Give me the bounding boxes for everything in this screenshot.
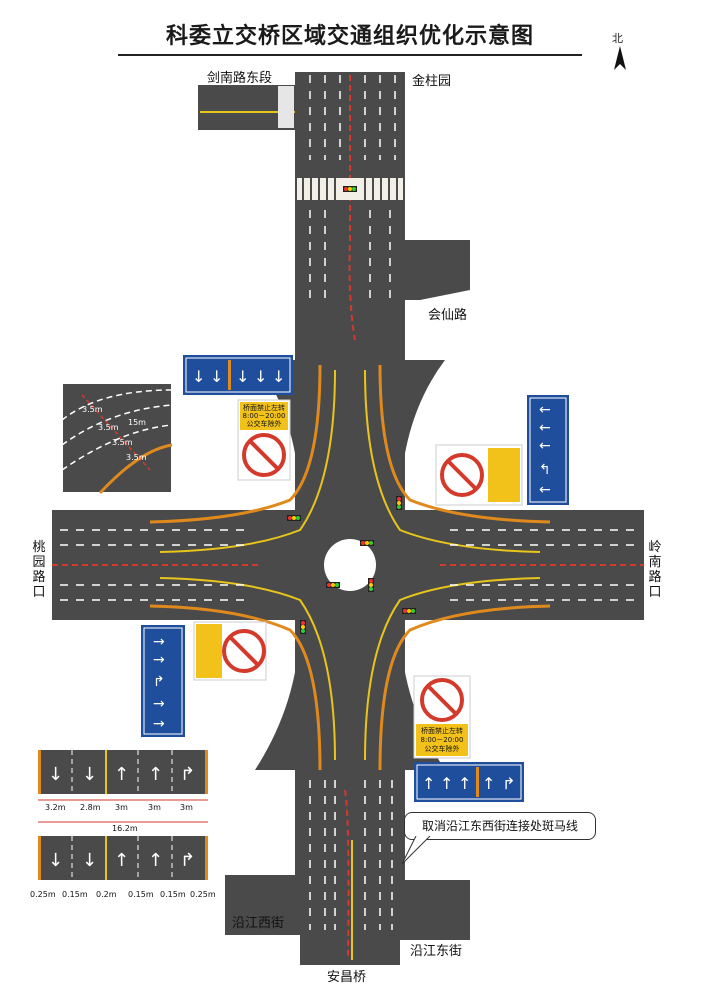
legend2-w3: 0.2m	[96, 890, 117, 899]
svg-text:←: ←	[539, 402, 551, 418]
svg-text:↓: ↓	[48, 764, 63, 785]
svg-text:↓: ↓	[82, 850, 97, 871]
svg-text:→: →	[153, 716, 165, 732]
callout-pointer-icon	[401, 836, 431, 865]
road-label-jiannan-east: 剑南路东段	[207, 71, 273, 86]
no-left-turn-sign-1	[237, 399, 291, 481]
svg-text:↑: ↑	[482, 774, 495, 793]
lane-markings-north	[309, 75, 396, 300]
legend1-w4: 3m	[148, 803, 161, 812]
north-arrow: 北	[606, 30, 634, 74]
sign-4-main: 桥面禁止左转	[421, 727, 463, 735]
inset-detail	[61, 382, 173, 495]
lane-sign-west: → → ↱ → →	[141, 625, 185, 737]
svg-text:↓: ↓	[48, 850, 63, 871]
inset-lane-4: 3.5m	[126, 453, 147, 462]
centerline-north	[348, 75, 356, 341]
ramp-edges	[149, 364, 551, 771]
road-label-huixian: 会仙路	[428, 308, 468, 323]
lane-sign-south: ↑ ↑ ↑ ↑ ↱	[414, 762, 524, 802]
no-left-turn-sign-4	[413, 675, 471, 759]
sign-4-time: 8:00－20:00	[420, 736, 464, 744]
legend2-w4: 0.15m	[128, 890, 154, 899]
sign-4-bus: 公交车除外	[424, 745, 460, 753]
svg-text:↓: ↓	[272, 367, 285, 386]
svg-text:←: ←	[539, 482, 551, 498]
legend2-w6: 0.25m	[190, 890, 216, 899]
svg-text:→: →	[153, 652, 165, 668]
legend2-w1: 0.25m	[30, 890, 56, 899]
svg-text:↑: ↑	[458, 774, 471, 793]
svg-text:←: ←	[539, 438, 551, 454]
legend1-w5: 3m	[180, 803, 193, 812]
no-left-turn-sign-2	[435, 444, 523, 506]
no-left-turn-sign-3	[193, 621, 267, 681]
roundabout-island	[324, 539, 376, 591]
svg-text:→: →	[153, 696, 165, 712]
svg-text:↱: ↱	[502, 774, 515, 793]
inset-width: 15m	[128, 418, 146, 427]
svg-text:↓: ↓	[192, 367, 205, 386]
lane-legend-1: ↓ ↓ ↑ ↑ ↱	[38, 750, 208, 823]
svg-text:↱: ↱	[153, 674, 165, 690]
svg-text:↑: ↑	[422, 774, 435, 793]
svg-text:↓: ↓	[254, 367, 267, 386]
svg-text:↰: ↰	[539, 462, 551, 478]
legend1-w2: 2.8m	[80, 803, 101, 812]
sign-text-1: 桥面禁止左转 8:00－20:00 公交车除外	[241, 404, 287, 428]
svg-text:↑: ↑	[148, 764, 163, 785]
legend1-w1: 3.2m	[45, 803, 66, 812]
sign-1-time: 8:00－20:00	[242, 412, 286, 420]
lane-sign-east: ← ← ← ↰ ←	[527, 395, 569, 505]
svg-text:↓: ↓	[210, 367, 223, 386]
callout-crosswalk-removal: 取消沿江东西街连接处斑马线	[404, 812, 596, 840]
page-title: 科委立交桥区域交通组织优化示意图	[118, 18, 582, 56]
sign-1-main: 桥面禁止左转	[243, 404, 285, 412]
inset-lane-3: 3.5m	[112, 438, 133, 447]
traffic-lights	[287, 186, 416, 634]
legend1-total: 16.2m	[112, 824, 138, 833]
north-label: 北	[612, 32, 623, 45]
legend1-w3: 3m	[115, 803, 128, 812]
svg-text:↓: ↓	[236, 367, 249, 386]
svg-text:→: →	[153, 634, 165, 650]
legend2-w5: 0.15m	[160, 890, 186, 899]
lane-legend-2: ↓ ↓ ↑ ↑ ↱	[38, 836, 208, 880]
svg-text:↓: ↓	[82, 764, 97, 785]
road-label-yanjiang-west: 沿江西街	[232, 916, 285, 931]
road-label-taoyuan: 桃园路口	[32, 540, 46, 600]
svg-text:↱: ↱	[180, 850, 195, 871]
svg-text:↑: ↑	[114, 850, 129, 871]
svg-text:↑: ↑	[114, 764, 129, 785]
svg-text:←: ←	[539, 420, 551, 436]
inner-ramp-lines	[159, 369, 541, 761]
road-label-jinzhuyuan: 金柱园	[412, 74, 452, 89]
road-label-anchang: 安昌桥	[327, 970, 367, 985]
svg-text:↑: ↑	[148, 850, 163, 871]
lane-sign-north: ↓ ↓ ↓ ↓ ↓	[183, 355, 293, 395]
legend2-w2: 0.15m	[62, 890, 88, 899]
road-label-yanjiang-east: 沿江东街	[410, 944, 463, 959]
road-label-lingnan: 岭南路口	[648, 540, 662, 600]
svg-text:↱: ↱	[180, 764, 195, 785]
svg-text:↑: ↑	[440, 774, 453, 793]
sign-1-bus: 公交车除外	[246, 420, 282, 428]
sign-text-4: 桥面禁止左转 8:00－20:00 公交车除外	[417, 727, 467, 754]
north-arrow-icon	[614, 46, 626, 70]
inset-lane-1: 3.5m	[82, 405, 103, 414]
inset-lane-2: 3.5m	[98, 423, 119, 432]
